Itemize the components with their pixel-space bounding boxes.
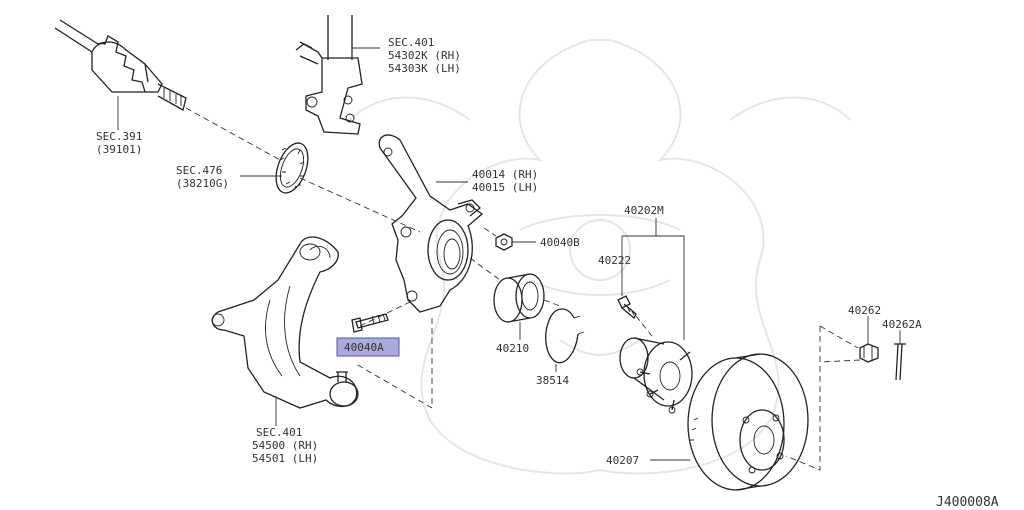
snap-ring xyxy=(545,308,585,364)
svg-text:40015 (LH): 40015 (LH) xyxy=(472,181,538,194)
svg-text:SEC.401: SEC.401 xyxy=(256,426,302,439)
steering-knuckle xyxy=(378,134,484,313)
svg-text:54501 (LH): 54501 (LH) xyxy=(252,452,318,465)
svg-text:SEC.401: SEC.401 xyxy=(388,36,434,49)
bolt-40040a xyxy=(351,313,389,333)
watermark-emblem xyxy=(349,39,851,475)
diagram-id: J400008A xyxy=(936,495,999,510)
label-40222: 40222 xyxy=(598,254,631,267)
svg-text:(38210G): (38210G) xyxy=(176,177,229,190)
label-sec391: SEC.391 (39101) xyxy=(96,130,142,156)
svg-text:SEC.391: SEC.391 xyxy=(96,130,142,143)
label-knuckle: 40014 (RH) 40015 (LH) xyxy=(472,168,538,194)
svg-text:54302K (RH): 54302K (RH) xyxy=(388,49,461,62)
label-40040b: 40040B xyxy=(540,236,580,249)
svg-text:54500 (RH): 54500 (RH) xyxy=(252,439,318,452)
svg-text:SEC.476: SEC.476 xyxy=(176,164,222,177)
hub-bolt xyxy=(617,295,637,320)
assembly-lines xyxy=(185,107,861,471)
label-38514: 38514 xyxy=(536,374,569,387)
wheel-hub xyxy=(619,337,693,414)
wheel-bearing xyxy=(493,273,545,323)
label-sec401-bottom: SEC.401 54500 (RH) 54501 (LH) xyxy=(252,426,318,465)
label-40202m: 40202M xyxy=(624,204,664,217)
strut-assembly xyxy=(295,15,363,135)
svg-text:54303K (LH): 54303K (LH) xyxy=(388,62,461,75)
sensor-rotor-ring xyxy=(275,142,309,194)
label-40207: 40207 xyxy=(606,454,639,467)
label-sec476: SEC.476 (38210G) xyxy=(176,164,229,190)
leader-lines xyxy=(117,47,901,461)
label-40040a[interactable]: 40040A xyxy=(344,341,384,354)
highlighted-part-40040a[interactable]: 40040A xyxy=(336,337,400,357)
svg-text:40014 (RH): 40014 (RH) xyxy=(472,168,538,181)
cotter-pin xyxy=(894,343,906,381)
lower-control-arm xyxy=(211,236,359,409)
highlight-box[interactable] xyxy=(336,337,400,357)
label-40262: 40262 xyxy=(848,304,881,317)
label-sec401-top: SEC.401 54302K (RH) 54303K (LH) xyxy=(388,36,461,75)
nut-40262 xyxy=(859,343,879,363)
brake-rotor xyxy=(687,353,809,491)
label-40262a: 40262A xyxy=(882,318,922,331)
drive-shaft xyxy=(54,19,187,111)
nut-40040b xyxy=(495,233,513,251)
label-40210: 40210 xyxy=(496,342,529,355)
svg-text:(39101): (39101) xyxy=(96,143,142,156)
